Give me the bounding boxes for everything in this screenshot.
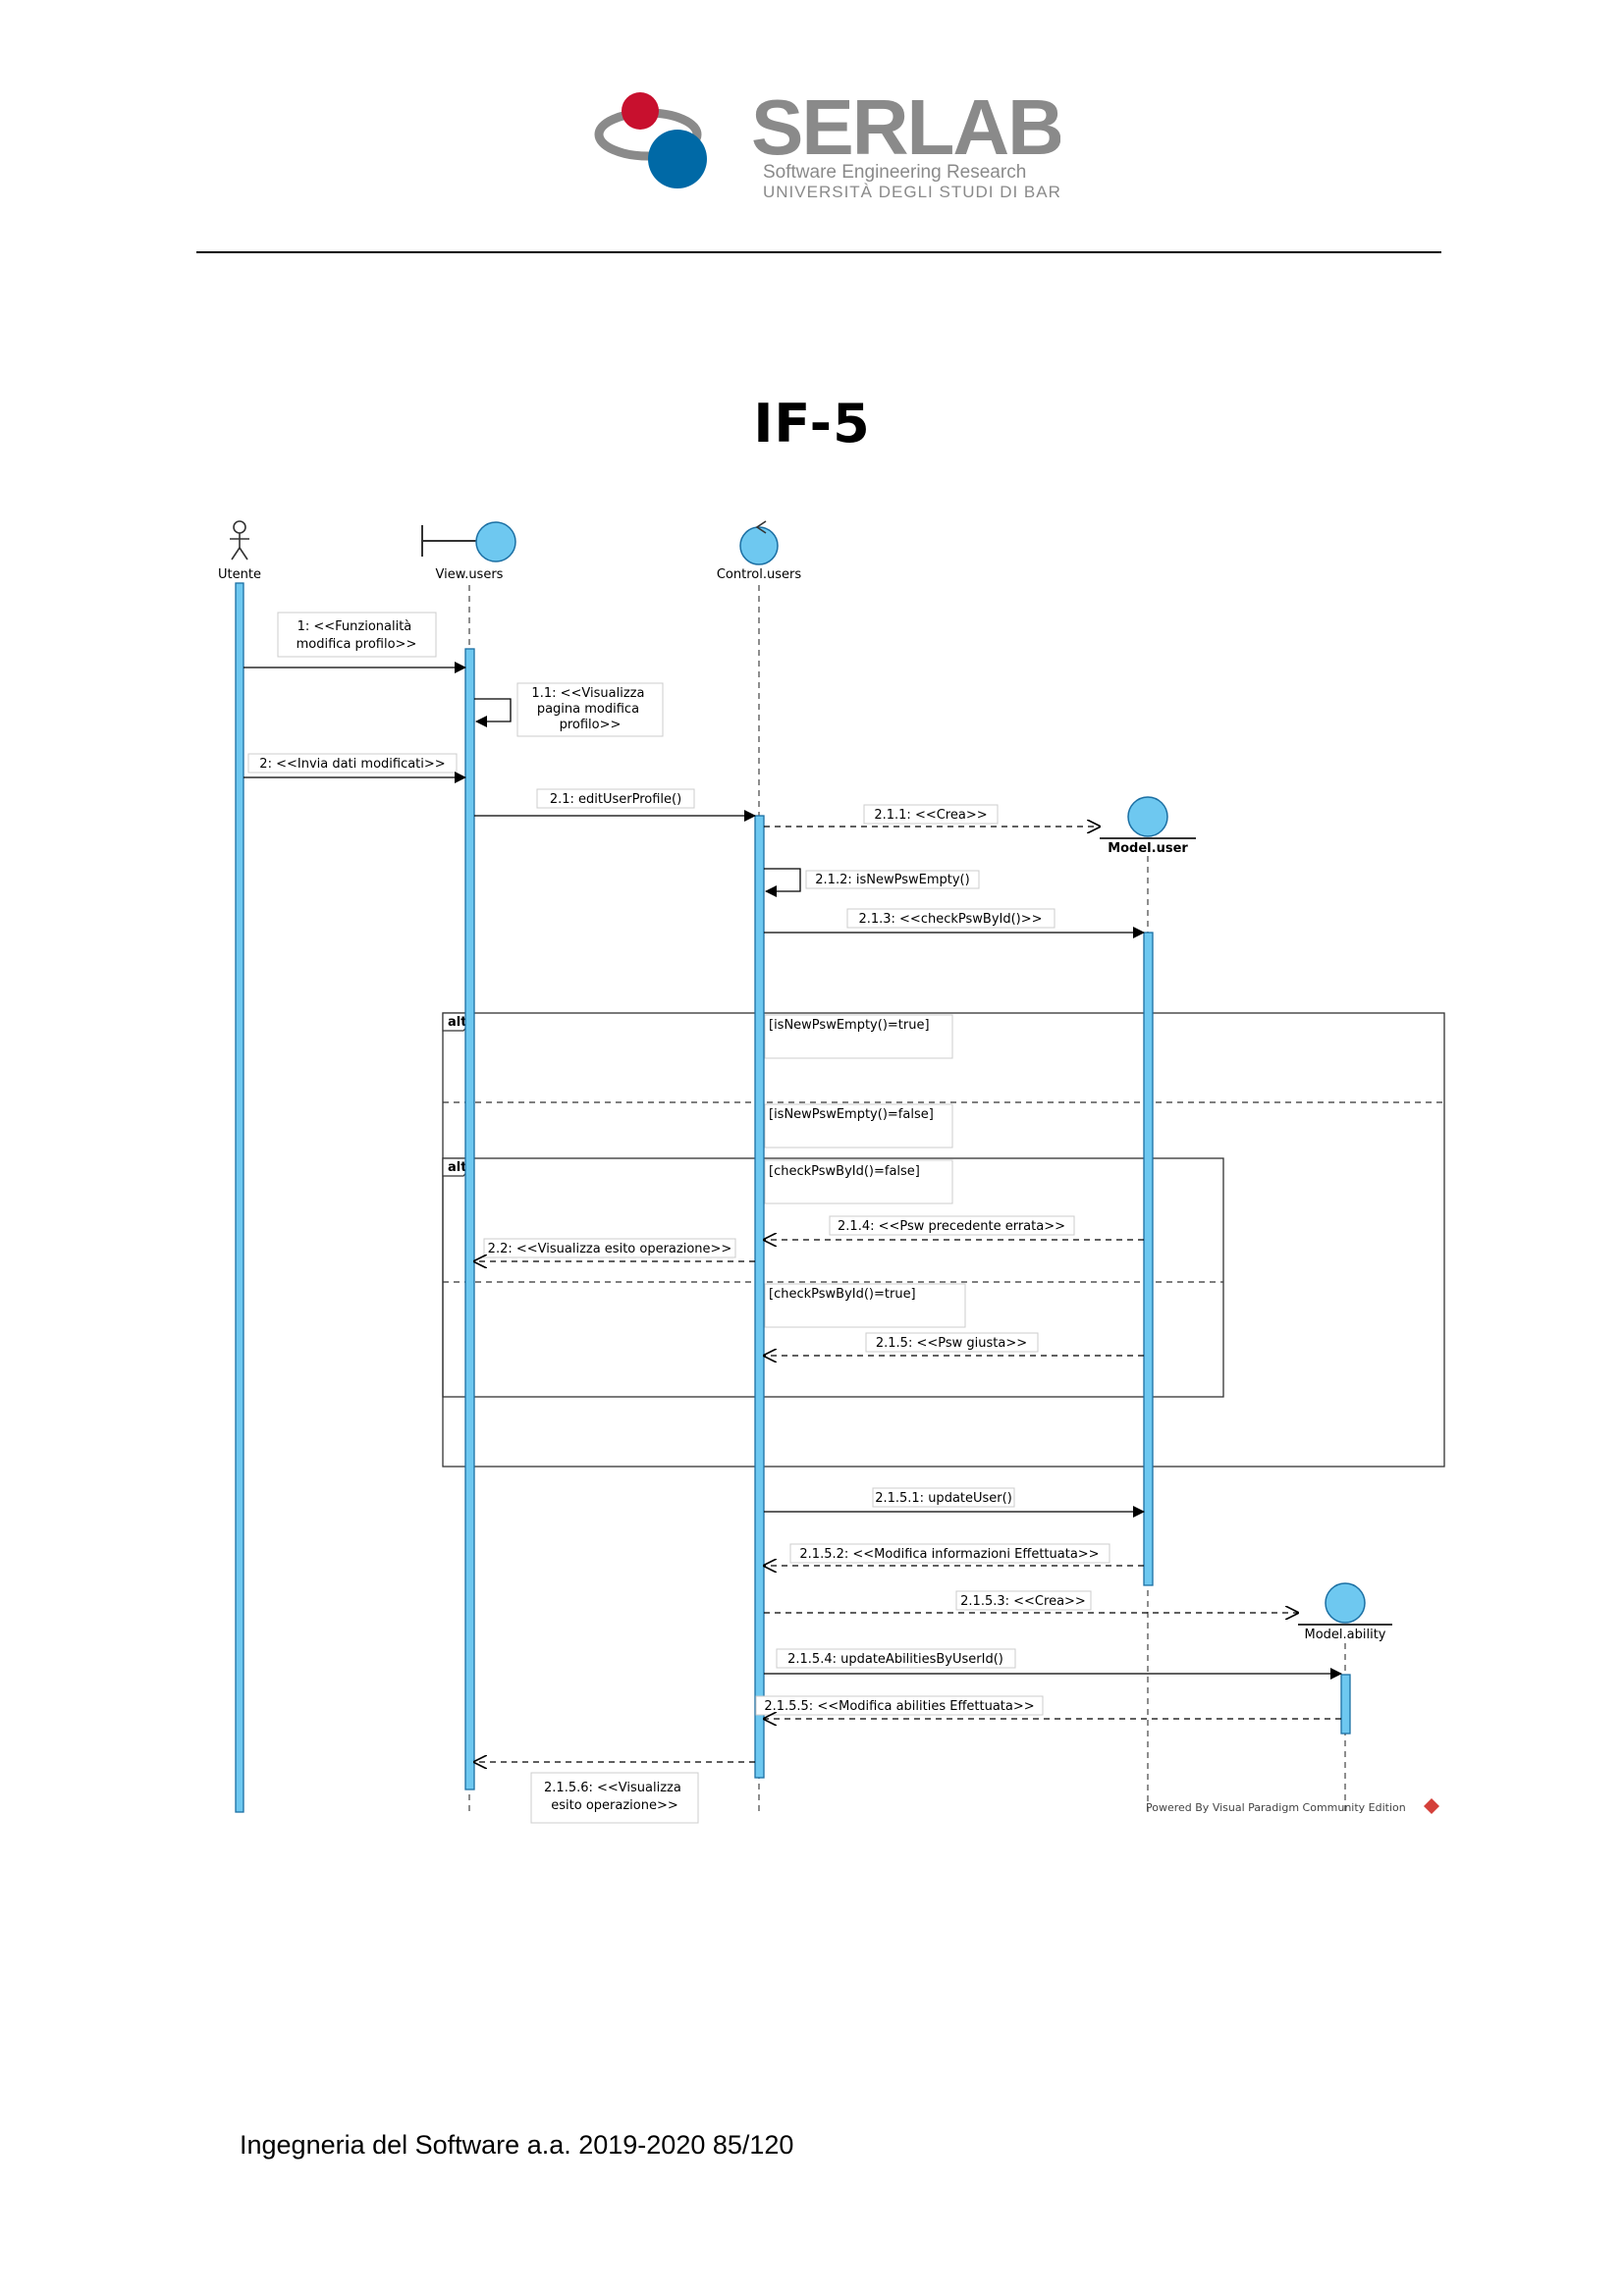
logo-subtitle-1: Software Engineering Research [763, 162, 1026, 183]
message-2-1-2: 2.1.2: isNewPswEmpty() [764, 868, 980, 897]
alt-fragment-inner: alt [checkPswById()=false] [checkPswById… [442, 1157, 1224, 1398]
message-label: 2.1.5.2: <<Modifica informazioni Effettu… [799, 1547, 1099, 1562]
guard-label: [checkPswById()=true] [769, 1287, 916, 1302]
message-2-1-1: 2.1.1: <<Crea>> [764, 804, 1100, 827]
vp-logo-icon [1424, 1798, 1439, 1814]
participant-label: View.users [436, 567, 504, 582]
header-rule [196, 251, 1441, 253]
message-2-1-5-3: 2.1.5.3: <<Crea>> [764, 1590, 1298, 1613]
boundary-icon [421, 521, 516, 562]
message-2-1-5: 2.1.5: <<Psw giusta>> [764, 1332, 1144, 1356]
participant-label: Model.user [1108, 841, 1188, 856]
fragment-keyword: alt [448, 1160, 466, 1175]
activation-model-ability [1340, 1674, 1351, 1735]
watermark-text: Powered By Visual Paradigm Community Edi… [1146, 1801, 1406, 1814]
message-label: 2.1.4: <<Psw precedente errata>> [838, 1219, 1065, 1234]
guard-label: [isNewPswEmpty()=true] [769, 1018, 930, 1033]
message-label: 2.1.5: <<Psw giusta>> [876, 1336, 1027, 1351]
message-2-1-5-2: 2.1.5.2: <<Modifica informazioni Effettu… [764, 1543, 1144, 1566]
message-label: 2.1: editUserProfile() [550, 792, 681, 807]
participant-model-ability: Model.ability [1298, 1582, 1392, 1642]
serlab-logo: SERLAB Software Engineering Research UNI… [594, 83, 1060, 201]
guard-label: [checkPswById()=false] [769, 1164, 920, 1179]
message-1-1: 1.1: <<Visualizza pagina modifica profil… [474, 682, 664, 737]
message-label: 2.1.5.5: <<Modifica abilities Effettuata… [764, 1699, 1034, 1714]
message-label: 2.1.5.1: updateUser() [875, 1491, 1012, 1506]
fragment-keyword: alt [448, 1015, 466, 1030]
participant-view-users: View.users [421, 521, 516, 582]
page-title: IF-5 [753, 393, 871, 454]
message-2-1-5-6: 2.1.5.6: <<Visualizza esito operazione>> [474, 1762, 755, 1824]
actor-icon [230, 520, 249, 561]
message-label: 2: <<Invia dati modificati>> [259, 757, 445, 772]
participant-utente: Utente [218, 520, 261, 582]
activation-model-user [1143, 932, 1154, 1586]
participant-control-users: Control.users [717, 520, 801, 582]
message-2-2: 2.2: <<Visualizza esito operazione>> [474, 1238, 755, 1261]
message-2-1-5-5: 2.1.5.5: <<Modifica abilities Effettuata… [755, 1695, 1341, 1719]
participant-label: Utente [218, 567, 261, 582]
control-icon [739, 520, 779, 565]
message-label: 1.1: <<Visualizza pagina modifica profil… [531, 686, 648, 732]
activation-view [464, 648, 475, 1790]
message-label: 2.1.5.3: <<Crea>> [960, 1594, 1086, 1609]
logo-subtitle-2: UNIVERSITÀ DEGLI STUDI DI BARI [763, 183, 1060, 201]
activation-utente [235, 582, 244, 1813]
activations [235, 582, 1351, 1813]
message-2-1: 2.1: editUserProfile() [474, 788, 756, 822]
entity-icon [1298, 1582, 1392, 1626]
message-label: 2.1.3: <<checkPswById()>> [858, 912, 1042, 927]
logo-red-dot [622, 92, 659, 130]
guard-label: [isNewPswEmpty()=false] [769, 1107, 934, 1122]
message-label: 2.1.1: <<Crea>> [874, 808, 987, 823]
message-2: 2: <<Invia dati modificati>> [244, 753, 466, 783]
message-2-1-5-1: 2.1.5.1: updateUser() [764, 1487, 1145, 1518]
message-2-1-3: 2.1.3: <<checkPswById()>> [764, 908, 1145, 938]
message-label: 2.1.5.4: updateAbilitiesByUserId() [787, 1652, 1003, 1667]
message-label: 2.1.2: isNewPswEmpty() [815, 873, 969, 887]
footer-page-info: Ingegneria del Software a.a. 2019-2020 8… [240, 2130, 794, 2160]
activation-control [754, 815, 765, 1779]
visual-paradigm-watermark: Powered By Visual Paradigm Community Edi… [1146, 1798, 1439, 1814]
entity-icon [1100, 796, 1196, 839]
message-label: 1: <<Funzionalità modifica profilo>> [297, 619, 417, 652]
logo-name: SERLAB [751, 83, 1060, 171]
message-2-1-4: 2.1.4: <<Psw precedente errata>> [764, 1215, 1144, 1240]
message-2-1-5-4: 2.1.5.4: updateAbilitiesByUserId() [764, 1648, 1342, 1680]
participant-label: Model.ability [1304, 1628, 1385, 1642]
participant-model-user: Model.user [1100, 796, 1196, 856]
message-label: 2.1.5.6: <<Visualizza esito operazione>> [544, 1781, 685, 1813]
message-1: 1: <<Funzionalità modifica profilo>> [244, 612, 466, 673]
participant-label: Control.users [717, 567, 801, 582]
logo-blue-dot [648, 130, 707, 188]
alt-fragment-outer: alt [isNewPswEmpty()=true] [isNewPswEmpt… [442, 1012, 1445, 1468]
message-label: 2.2: <<Visualizza esito operazione>> [488, 1242, 732, 1256]
